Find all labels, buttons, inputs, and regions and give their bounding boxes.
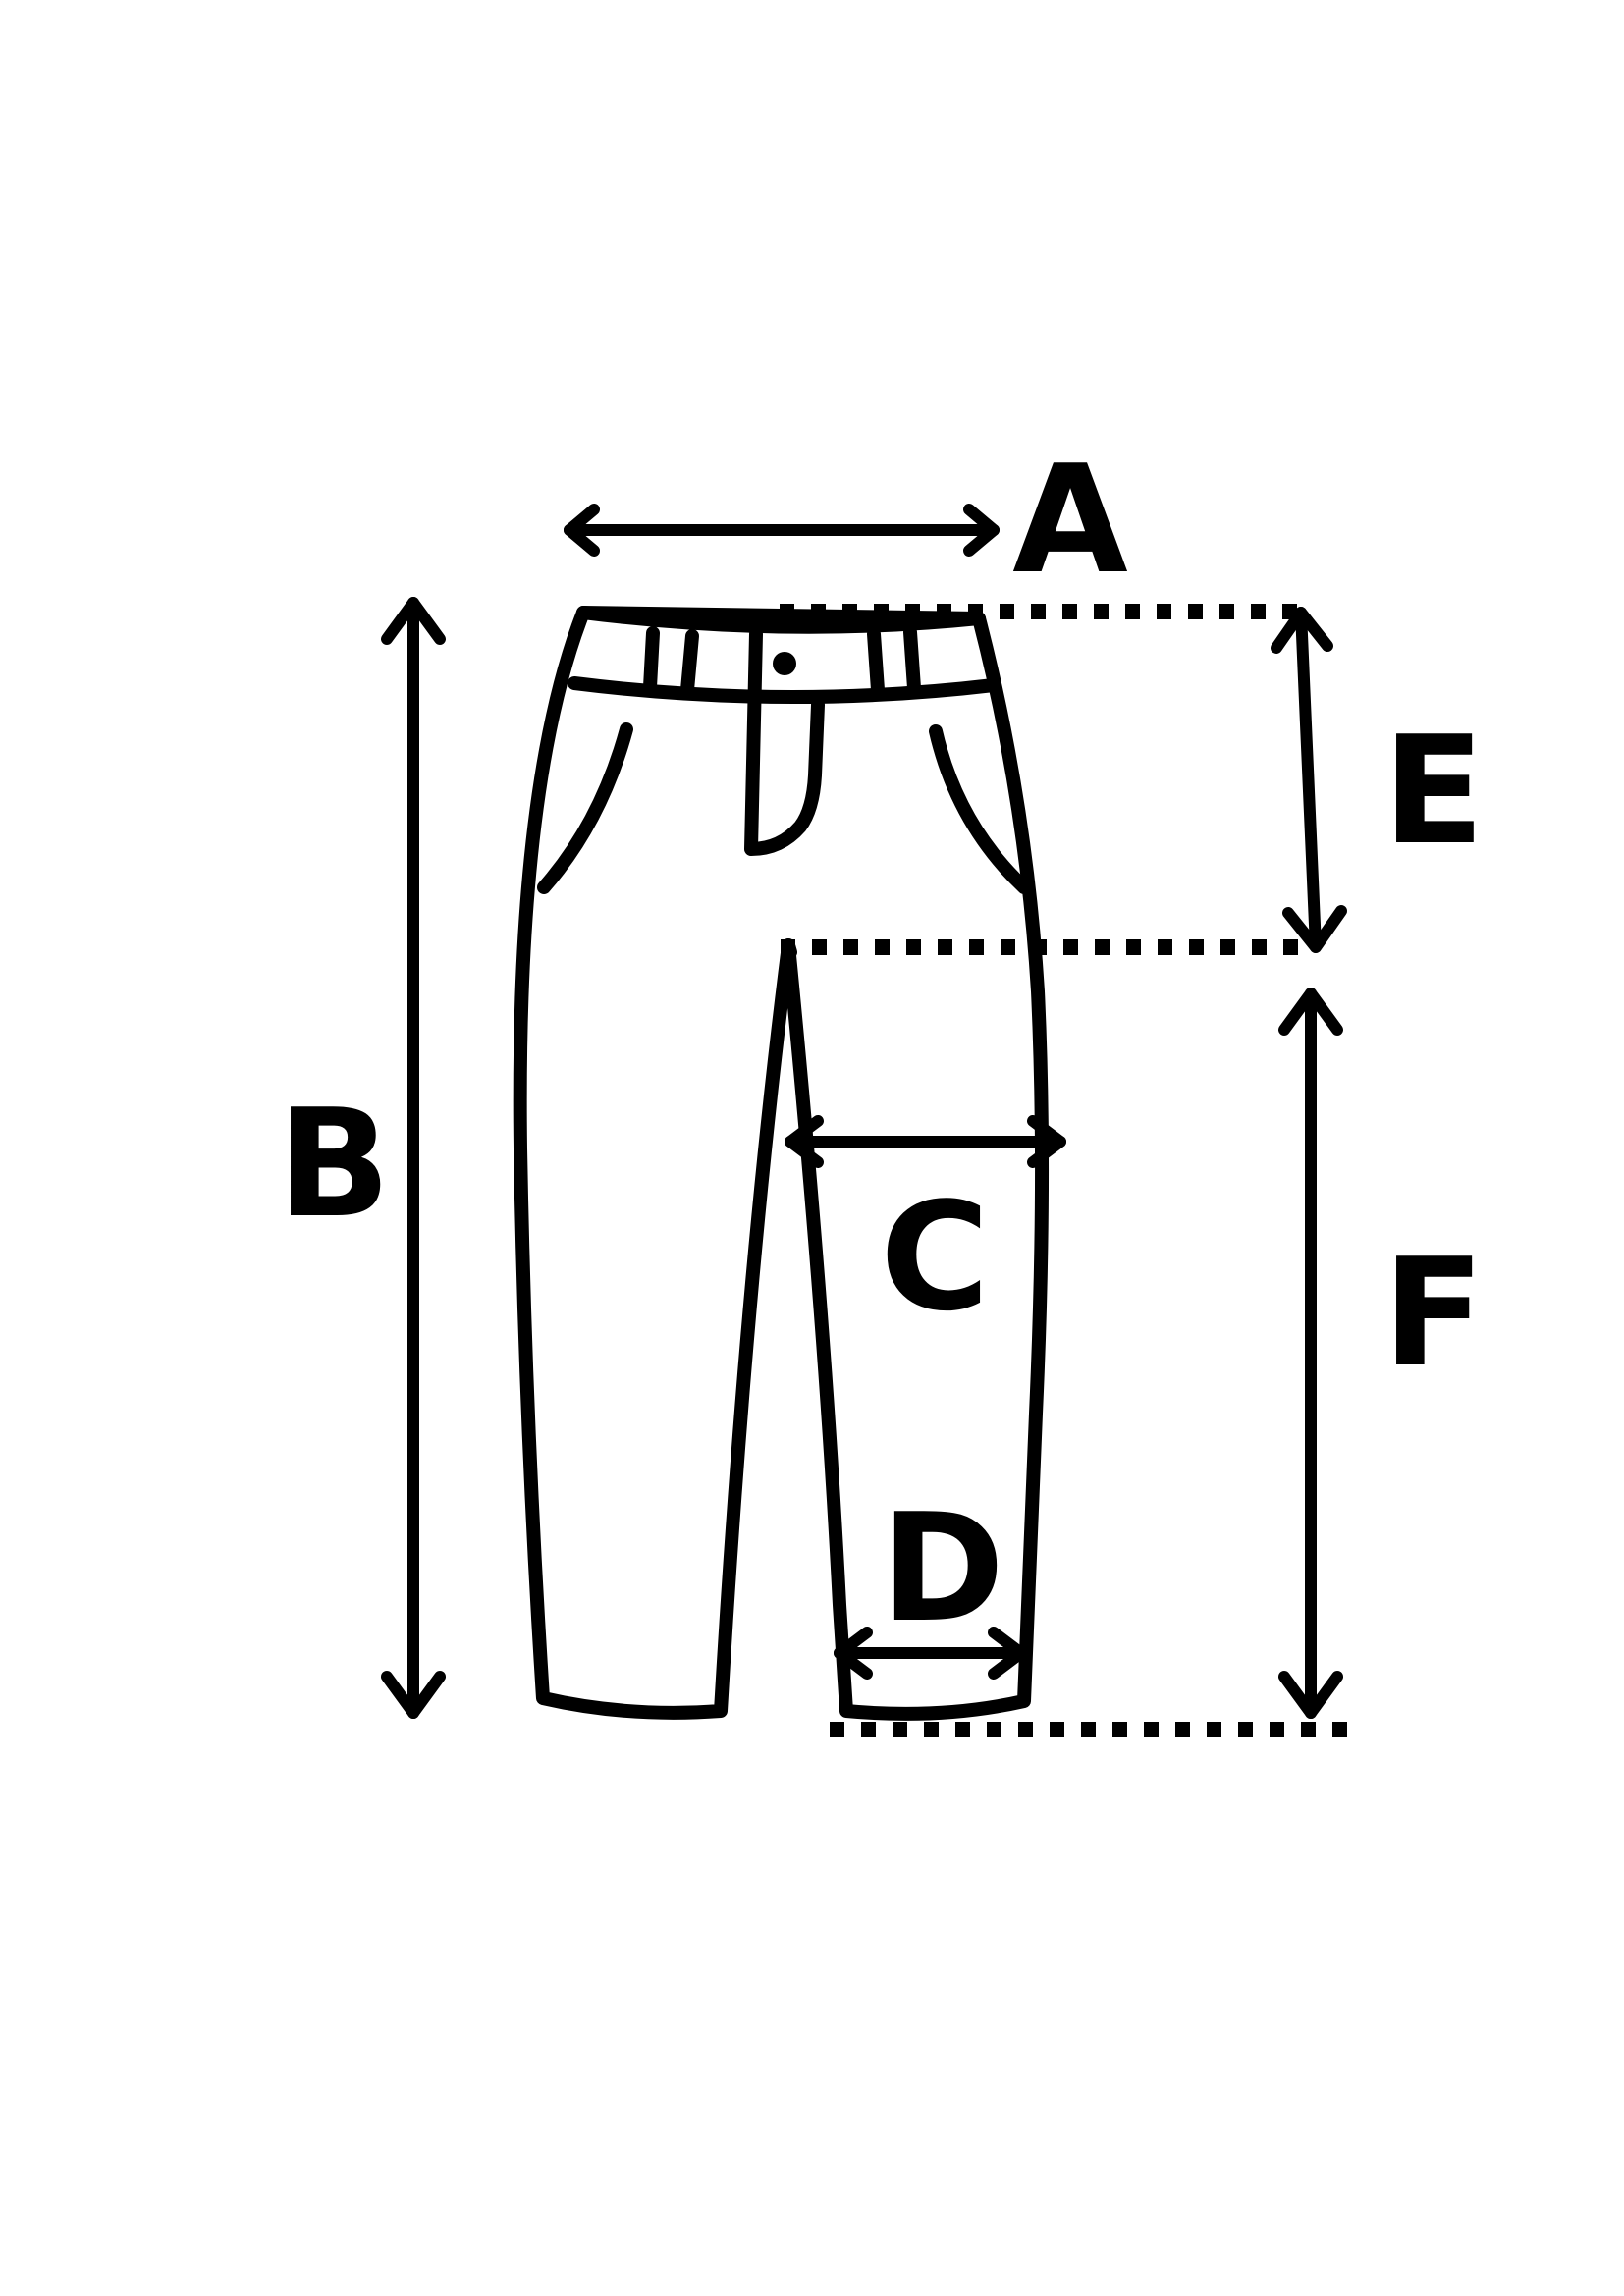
arrow-c-thigh xyxy=(785,1115,1066,1168)
fly-placket xyxy=(744,627,825,856)
arrow-a-waist xyxy=(564,504,1000,557)
belt-loop-left-2 xyxy=(680,629,699,697)
belt-loop-left-1 xyxy=(643,626,660,694)
belt-loop-right-2 xyxy=(903,625,921,695)
arrow-e-rise xyxy=(1271,607,1347,953)
right-pocket-seam xyxy=(929,724,1031,894)
label-f: F xyxy=(1382,1226,1485,1400)
arrow-b-total-length xyxy=(381,597,446,1719)
measurement-labels: A B C D E F xyxy=(277,433,1485,1655)
waistband-lower-seam xyxy=(568,676,1001,705)
arrow-d-hem xyxy=(834,1627,1027,1680)
left-pocket-seam xyxy=(537,722,633,894)
label-b: B xyxy=(277,1077,391,1251)
reference-lines xyxy=(780,604,1350,1737)
waist-button xyxy=(773,652,796,675)
belt-loop-right-1 xyxy=(867,627,885,697)
measurement-arrows xyxy=(381,504,1347,1719)
waistband-upper-edge xyxy=(576,606,986,634)
label-e: E xyxy=(1382,704,1485,878)
label-c: C xyxy=(880,1170,990,1344)
arrow-f-inseam xyxy=(1278,988,1343,1719)
label-d: D xyxy=(881,1481,1004,1655)
label-a: A xyxy=(1012,433,1128,607)
